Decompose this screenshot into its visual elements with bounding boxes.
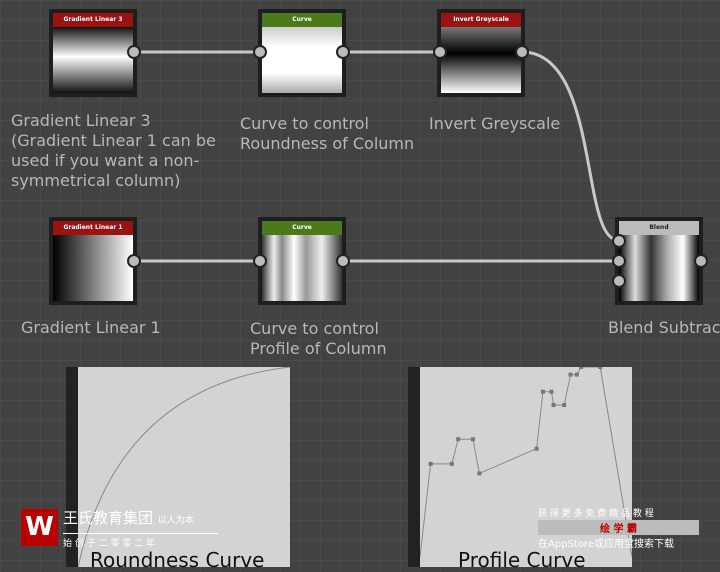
watermark-right1: 获 得 更 多 免 费 精 品 教 程 bbox=[538, 509, 654, 519]
curve-point[interactable] bbox=[449, 461, 454, 466]
watermark-right2: 在AppStore或应用宝搜索下载 bbox=[538, 539, 674, 550]
curve-point[interactable] bbox=[540, 389, 545, 394]
node-label: Curve to control Profile of Column bbox=[250, 319, 387, 358]
watermark-logo: W bbox=[21, 509, 58, 546]
input-port[interactable] bbox=[612, 234, 626, 248]
output-port[interactable] bbox=[336, 254, 350, 268]
curve-point[interactable] bbox=[549, 389, 554, 394]
node-invert-greyscale[interactable]: Invert Greyscale bbox=[437, 9, 525, 97]
curve-point[interactable] bbox=[534, 446, 539, 451]
node-label: Invert Greyscale bbox=[429, 114, 561, 133]
curve-point[interactable] bbox=[428, 461, 433, 466]
watermark-brand: 绘 学 霸 bbox=[538, 520, 699, 535]
node-label: Gradient Linear 3 (Gradient Linear 1 can… bbox=[11, 111, 216, 190]
node-label: Curve to control Roundness of Column bbox=[240, 114, 415, 153]
output-port[interactable] bbox=[694, 254, 708, 268]
input-port[interactable] bbox=[253, 45, 267, 59]
input-port[interactable] bbox=[612, 254, 626, 268]
curve-point[interactable] bbox=[579, 365, 584, 369]
output-port[interactable] bbox=[336, 45, 350, 59]
curve-point[interactable] bbox=[568, 372, 573, 377]
curve-point[interactable] bbox=[598, 365, 603, 369]
output-port[interactable] bbox=[127, 254, 141, 268]
input-port[interactable] bbox=[253, 254, 267, 268]
node-label: Gradient Linear 1 bbox=[21, 318, 161, 337]
curve-point[interactable] bbox=[551, 403, 556, 407]
curve-point[interactable] bbox=[471, 437, 475, 442]
profile-curve-title: Profile Curve bbox=[458, 548, 586, 572]
curve-point[interactable] bbox=[562, 403, 567, 407]
node-curve-roundness[interactable]: Curve bbox=[258, 9, 346, 97]
watermark-company: 王氏教育集团 以人为本 bbox=[63, 509, 194, 527]
input-port[interactable] bbox=[433, 45, 447, 59]
curve-point[interactable] bbox=[456, 437, 461, 442]
roundness-curve-title: Roundness Curve bbox=[90, 548, 265, 572]
curve-point[interactable] bbox=[477, 471, 482, 476]
output-port[interactable] bbox=[515, 45, 529, 59]
node-blend[interactable]: Blend bbox=[615, 217, 703, 305]
curve-point[interactable] bbox=[574, 372, 579, 377]
watermark-founded: 始 创 于 二 零 零 二 年 bbox=[63, 533, 218, 549]
node-gradient-linear-3[interactable]: Gradient Linear 3 bbox=[49, 9, 137, 97]
node-gradient-linear-1[interactable]: Gradient Linear 1 bbox=[49, 217, 137, 305]
output-port[interactable] bbox=[127, 45, 141, 59]
node-label: Blend Subtract bbox=[608, 318, 720, 337]
input-port[interactable] bbox=[612, 274, 626, 288]
node-curve-profile[interactable]: Curve bbox=[258, 217, 346, 305]
